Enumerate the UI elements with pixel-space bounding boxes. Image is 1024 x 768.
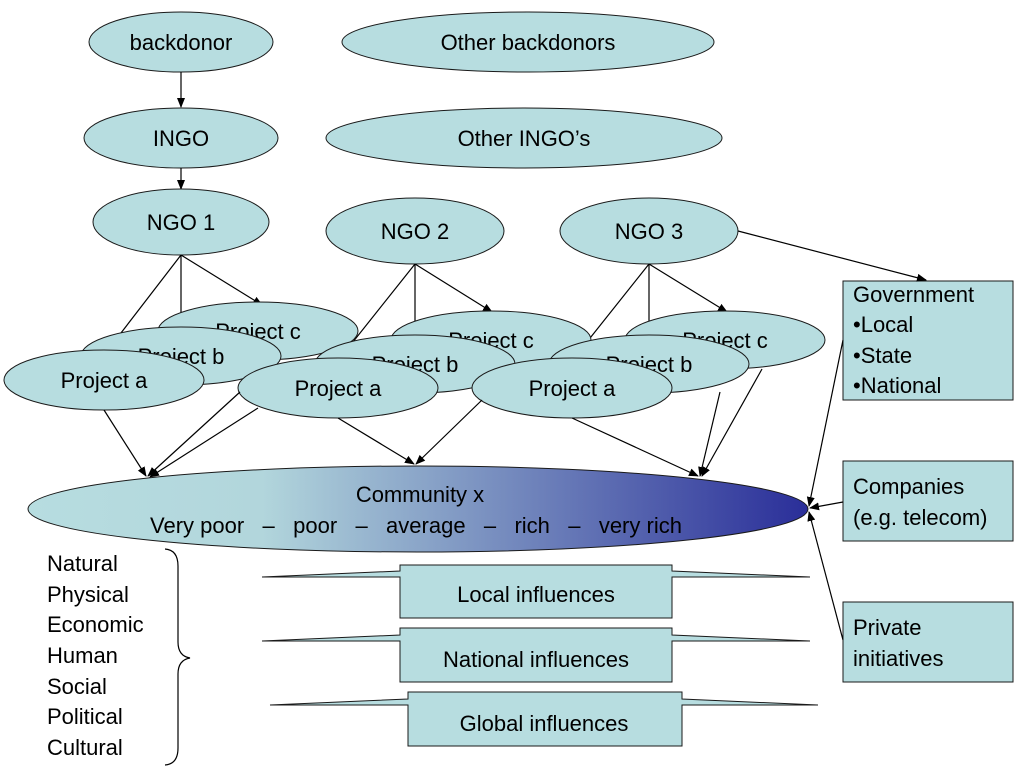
ngo3-node: NGO 3 [559,197,739,265]
edge-ngo3-government [737,230,927,282]
edge-ngo3-project-c [648,263,728,313]
edge-project-c3-community [701,368,763,477]
private-line1: Private [853,615,921,640]
edge-project-b2-community [415,399,483,465]
ngo2-node: NGO 2 [325,197,505,265]
factor-human: Human [47,643,118,668]
ingo-node: INGO [83,107,279,169]
project-a-1: Project a [3,349,205,411]
factor-natural: Natural [47,551,118,576]
edge-ngo1-project-c [180,254,263,306]
national-influences-arrow: National influences [261,627,811,683]
government-box: Government •Local •State •National [842,280,1014,401]
edge-project-b1-community [147,391,241,477]
edge-project-a3-community [571,417,699,477]
right-brace [164,548,191,766]
government-title: Government [853,282,974,307]
private-initiatives-box: Private initiatives [842,601,1014,683]
edge-project-b3-community [698,391,721,477]
community-title: Community x [356,482,484,507]
ngo2-label: NGO 2 [381,219,449,244]
edge-companies-community [809,501,844,511]
other-ingos-label: Other INGO’s [458,126,591,151]
backdonor-label: backdonor [130,30,233,55]
other-backdonors-label: Other backdonors [441,30,616,55]
government-item-state: •State [853,343,912,368]
edge-government-community [806,339,844,507]
edge-ngo2-project-c [414,263,493,313]
private-line2: initiatives [853,646,943,671]
community-node: Community x Very poor – poor – average –… [27,465,809,553]
project-a-2-label: Project a [295,376,383,401]
edge-project-a2-community-2 [337,417,415,465]
national-influences-label: National influences [443,647,629,672]
project-a-2: Project a [237,357,439,419]
factor-economic: Economic [47,612,144,637]
factor-social: Social [47,674,107,699]
ngo1-node: NGO 1 [92,188,270,256]
government-item-local: •Local [853,312,913,337]
factor-physical: Physical [47,582,129,607]
factor-political: Political [47,704,123,729]
backdonor-node: backdonor [88,11,274,73]
factor-cultural: Cultural [47,735,123,760]
project-a-3: Project a [471,357,673,419]
project-a-1-label: Project a [61,368,149,393]
edge-project-a1-community [103,409,147,477]
other-ingos-node: Other INGO’s [325,107,723,169]
ngo1-label: NGO 1 [147,210,215,235]
edge-private-community [807,511,844,641]
ingo-label: INGO [153,126,209,151]
companies-line2: (e.g. telecom) [853,505,988,530]
companies-line1: Companies [853,474,964,499]
project-a-3-label: Project a [529,376,617,401]
local-influences-label: Local influences [457,582,615,607]
edge-project-a2-community [149,407,259,478]
global-influences-label: Global influences [460,711,629,736]
government-item-national: •National [853,373,941,398]
companies-box: Companies (e.g. telecom) [842,460,1014,542]
factors-list: Natural Physical Economic Human Social P… [47,551,144,760]
community-scale: Very poor – poor – average – rich – very… [150,513,682,538]
global-influences-arrow: Global influences [269,691,819,747]
local-influences-arrow: Local influences [261,564,811,619]
other-backdonors-node: Other backdonors [341,11,715,73]
ngo3-label: NGO 3 [615,219,683,244]
